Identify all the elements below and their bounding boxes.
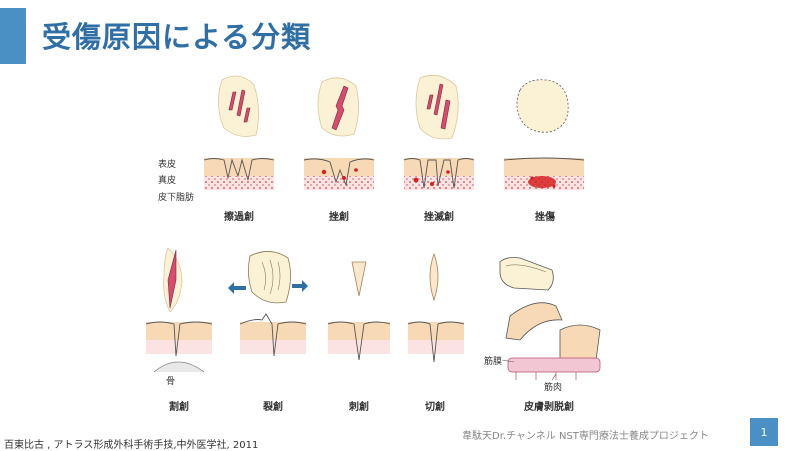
- caption-abrasion: 擦過創: [224, 212, 254, 223]
- degloving-wound: [499, 257, 601, 381]
- abrasion-cross-section: [203, 158, 275, 190]
- label-dermis: 真皮: [158, 176, 177, 186]
- incised-wound: [407, 252, 465, 363]
- caption-degloving-wound: 皮膚剥脱創: [524, 402, 574, 413]
- label-fascia: 筋膜: [484, 357, 503, 367]
- caption-laceration: 裂創: [263, 402, 283, 413]
- slide-title: 受傷原因による分類: [42, 20, 312, 54]
- caption-contusion-wound: 挫創: [329, 212, 349, 223]
- crush-wound-surface: [415, 74, 459, 140]
- abrasion-surface: [218, 75, 259, 137]
- caption-incised-wound: 切創: [425, 402, 445, 413]
- label-muscle: 筋肉: [544, 383, 563, 393]
- caption-bruise: 挫傷: [535, 212, 555, 223]
- label-subcutaneous: 皮下脂肪: [158, 193, 195, 203]
- contusion-wound-surface: [317, 77, 359, 137]
- label-bone: 骨: [166, 377, 176, 387]
- label-epidermis: 表皮: [158, 160, 177, 170]
- footer-credit: 韋駄天Dr.チャンネル NST専門療法士養成プロジェクト: [462, 431, 709, 442]
- crush-wound-cross-section: [403, 158, 475, 190]
- chop-wound: [145, 247, 213, 373]
- title-accent-bar: [0, 8, 26, 64]
- caption-chop-wound: 割創: [169, 402, 189, 413]
- citation: 百東比古 , アトラス形成外科手術手技,中外医学社, 2011: [4, 440, 259, 451]
- stab-wound: [327, 261, 391, 361]
- caption-stab-wound: 刺創: [349, 402, 369, 413]
- bruise-surface: [516, 79, 569, 133]
- contusion-wound-cross-section: [303, 158, 375, 190]
- laceration: [228, 251, 308, 357]
- page-number: 1: [750, 418, 778, 446]
- bruise-cross-section: [503, 157, 585, 190]
- caption-crush-wound: 挫滅創: [424, 212, 454, 223]
